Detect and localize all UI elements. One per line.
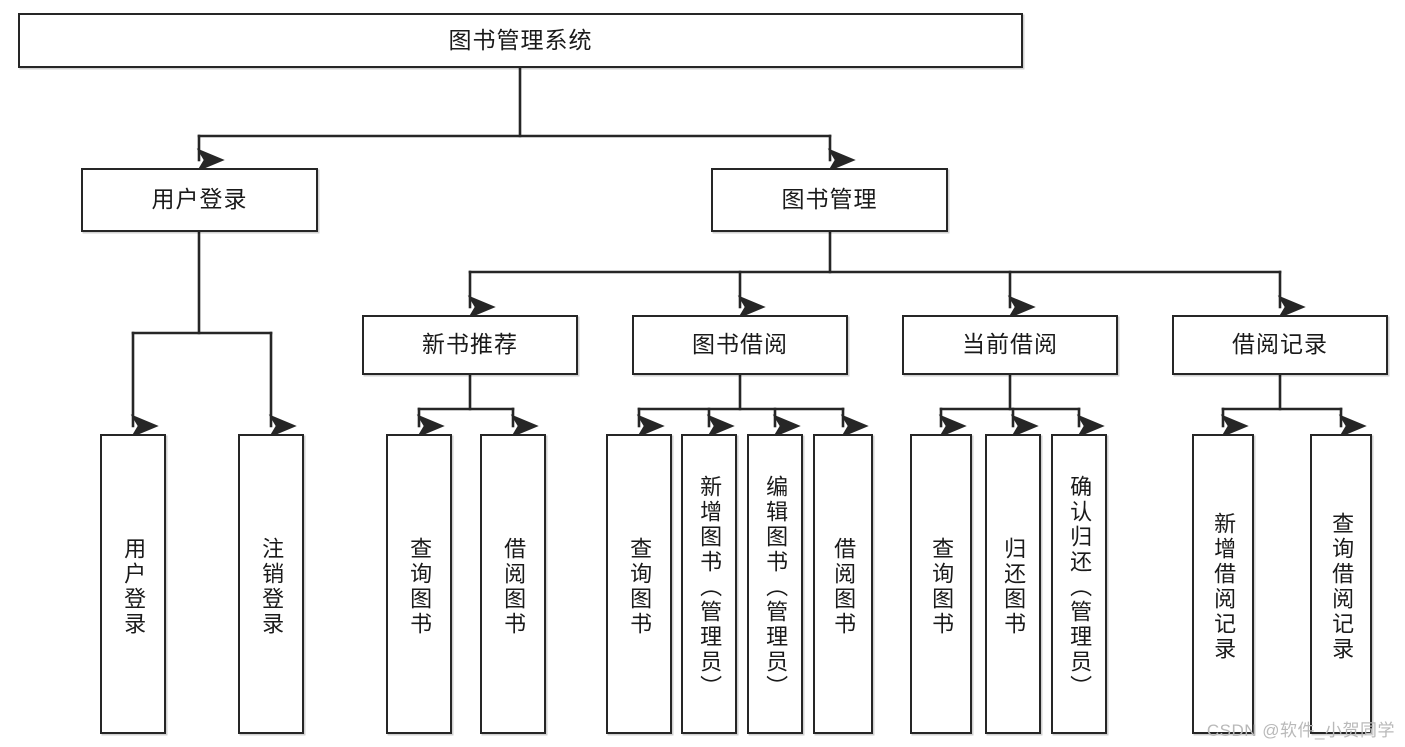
- node-leaf-add-book[interactable]: 新增图书（管理员）: [681, 434, 737, 734]
- node-leaf-user-login[interactable]: 用户登录: [100, 434, 166, 734]
- node-leaf-borrow-book-1[interactable]: 借阅图书: [480, 434, 546, 734]
- node-label: 借阅图书: [831, 537, 857, 637]
- node-current-borrow[interactable]: 当前借阅: [902, 315, 1118, 375]
- node-leaf-query-book-1[interactable]: 查询图书: [386, 434, 452, 734]
- node-label: 图书借阅: [692, 331, 788, 358]
- node-book-manage[interactable]: 图书管理: [711, 168, 948, 232]
- node-label: 图书管理: [781, 186, 878, 213]
- node-label: 新书推荐: [422, 331, 518, 358]
- node-leaf-query-book-2[interactable]: 查询图书: [606, 434, 672, 734]
- node-leaf-confirm-return[interactable]: 确认归还（管理员）: [1051, 434, 1107, 734]
- node-leaf-add-record[interactable]: 新增借阅记录: [1192, 434, 1254, 734]
- node-leaf-logout[interactable]: 注销登录: [238, 434, 304, 734]
- node-root[interactable]: 图书管理系统: [18, 13, 1023, 68]
- node-label: 查询借阅记录: [1329, 512, 1355, 662]
- node-leaf-return-book[interactable]: 归还图书: [985, 434, 1041, 734]
- node-user-login[interactable]: 用户登录: [81, 168, 318, 232]
- node-book-borrow[interactable]: 图书借阅: [632, 315, 848, 375]
- node-label: 当前借阅: [962, 331, 1058, 358]
- watermark: CSDN @软件_小贺同学: [1206, 721, 1395, 740]
- node-label: 查询图书: [929, 537, 955, 637]
- node-label: 新增图书（管理员）: [697, 474, 723, 700]
- node-label: 图书管理系统: [448, 26, 593, 53]
- node-label: 查询图书: [627, 537, 653, 637]
- node-label: 借阅图书: [501, 537, 527, 637]
- node-new-book-rec[interactable]: 新书推荐: [362, 315, 578, 375]
- node-label: 借阅记录: [1232, 331, 1328, 358]
- node-leaf-query-book-3[interactable]: 查询图书: [910, 434, 972, 734]
- node-label: 确认归还（管理员）: [1067, 474, 1093, 700]
- node-label: 注销登录: [259, 537, 285, 637]
- node-label: 查询图书: [407, 537, 433, 637]
- node-label: 新增借阅记录: [1211, 512, 1237, 662]
- node-borrow-record[interactable]: 借阅记录: [1172, 315, 1388, 375]
- node-label: 用户登录: [151, 186, 248, 213]
- node-leaf-edit-book[interactable]: 编辑图书（管理员）: [747, 434, 803, 734]
- node-label: 用户登录: [121, 537, 147, 637]
- node-leaf-borrow-book-2[interactable]: 借阅图书: [813, 434, 873, 734]
- node-label: 编辑图书（管理员）: [763, 474, 789, 700]
- node-label: 归还图书: [1001, 537, 1027, 637]
- node-leaf-query-record[interactable]: 查询借阅记录: [1310, 434, 1372, 734]
